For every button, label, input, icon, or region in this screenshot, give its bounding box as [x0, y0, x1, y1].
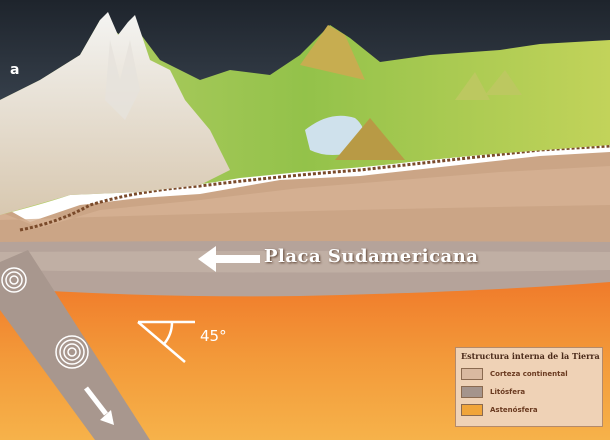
- legend-item: Astenósfera: [461, 401, 597, 419]
- legend-title: Estructura interna de la Tierra: [461, 351, 597, 361]
- legend-item: Corteza continental: [461, 365, 597, 383]
- legend-label: Litósfera: [490, 388, 525, 396]
- legend-label: Astenósfera: [490, 406, 538, 414]
- corner-letter: a: [10, 62, 19, 78]
- legend-item: Litósfera: [461, 383, 597, 401]
- angle-label: 45°: [200, 327, 227, 345]
- legend-swatch-asthenosphere: [461, 404, 483, 416]
- legend-label: Corteza continental: [490, 370, 568, 378]
- plate-label: Placa Sudamericana: [264, 246, 478, 267]
- legend: Estructura interna de la Tierra Corteza …: [455, 347, 603, 427]
- legend-swatch-lithosphere: [461, 386, 483, 398]
- legend-swatch-crust: [461, 368, 483, 380]
